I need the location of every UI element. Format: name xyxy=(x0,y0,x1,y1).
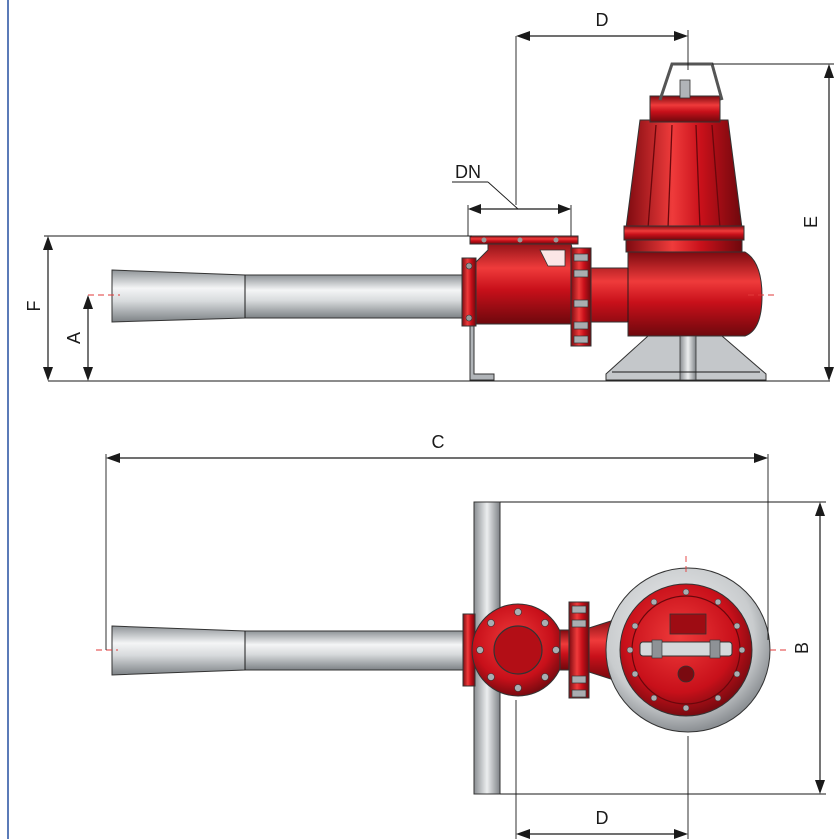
dimension-A: A xyxy=(64,295,93,381)
side-lifting-handle xyxy=(658,62,724,101)
dimension-D-top: D xyxy=(515,10,689,205)
top-flange-pair xyxy=(568,601,590,699)
top-cable-gland xyxy=(677,665,695,683)
side-dn-flange xyxy=(469,235,579,245)
label-E: E xyxy=(801,216,821,228)
side-discharge-pipe xyxy=(244,274,466,319)
side-view xyxy=(48,62,830,382)
label-DN: DN xyxy=(455,162,481,182)
dimension-B: B xyxy=(792,502,825,794)
dimension-E: E xyxy=(712,63,834,381)
top-view xyxy=(96,501,826,795)
side-discharge-cone xyxy=(111,269,246,323)
side-flange-pair xyxy=(570,247,592,347)
label-D-top: D xyxy=(596,10,609,30)
label-F: F xyxy=(24,301,44,312)
label-B: B xyxy=(792,642,812,654)
label-A: A xyxy=(64,332,84,344)
side-motor-band xyxy=(623,225,745,241)
top-lifting-handle xyxy=(639,641,733,657)
dimension-F: F xyxy=(24,235,472,381)
dimension-C: C xyxy=(105,432,769,650)
top-discharge-pipe xyxy=(244,630,468,671)
side-bracket-foot xyxy=(469,317,495,381)
top-dn-opening xyxy=(493,625,543,675)
side-pump-volute xyxy=(590,251,763,337)
dimension-D-bottom: D xyxy=(515,700,689,839)
dimension-DN: DN xyxy=(452,162,572,236)
top-nameplate xyxy=(669,613,707,635)
side-motor-cap xyxy=(649,95,721,123)
label-C: C xyxy=(432,432,445,452)
label-D-bottom: D xyxy=(596,808,609,828)
top-discharge-cone xyxy=(111,625,246,676)
